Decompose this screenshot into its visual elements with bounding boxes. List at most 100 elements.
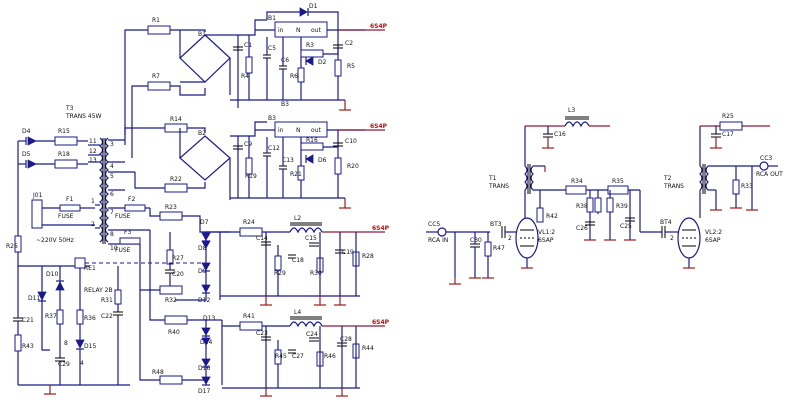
r22-label: R22	[170, 176, 182, 183]
l4-label: L4	[294, 309, 301, 316]
r26-label: R26	[6, 243, 18, 250]
l3-label: L3	[568, 107, 575, 114]
r47-label: R47	[493, 245, 505, 252]
r29-label: R29	[274, 270, 286, 277]
r15-label: R15	[58, 128, 70, 135]
d15-label: D15	[84, 343, 96, 350]
r6-label: R6	[290, 73, 298, 80]
c17-label: C17	[722, 131, 734, 138]
pin2a-label: 2	[508, 235, 512, 242]
vl2-label: VL2:2	[705, 229, 722, 236]
b1r-label: B1	[268, 15, 276, 22]
c9-label: C9	[244, 141, 252, 148]
r33-label: R33	[741, 183, 753, 190]
t3-rating-label: TRANS 45W	[65, 113, 102, 120]
bt3-label: BT3	[490, 221, 502, 228]
c21-label: C21	[22, 317, 34, 324]
r1-label: R1	[152, 17, 160, 24]
c14-label: C14	[256, 235, 268, 242]
f1-label: F1	[66, 196, 73, 203]
pin6-label: 6	[110, 191, 114, 198]
r48-label: R48	[152, 369, 164, 376]
d2-label: D2	[318, 59, 327, 66]
pin-b-label: 4	[80, 360, 84, 367]
c1-label: C1	[244, 42, 252, 49]
net-hv-label: 6S4P	[372, 225, 390, 232]
r44-label: R44	[362, 345, 374, 352]
c28-label: C28	[340, 336, 352, 343]
r3-label: R3	[306, 42, 314, 49]
c13-label: C13	[282, 157, 294, 164]
pin8-label: 8	[110, 231, 114, 238]
r30-label: R30	[310, 270, 322, 277]
fuses-f2-f3: F2 FUSE R23 F3 FUSE	[115, 196, 230, 321]
reg2-in-label: in	[278, 127, 284, 134]
pin11-label: 11	[89, 138, 97, 145]
c18-label: C18	[292, 257, 304, 264]
t3-label: T3	[65, 105, 74, 112]
r40-label: R40	[168, 329, 180, 336]
r35-label: R35	[612, 178, 624, 185]
c29-label: C29	[58, 361, 70, 368]
r27-label: R27	[172, 255, 184, 262]
l2-label: L2	[294, 215, 301, 222]
pin5-label: 5	[110, 173, 114, 180]
reg1-in-label: in	[278, 27, 284, 34]
relay-type-label: RELAY 2B	[84, 287, 113, 294]
f3-label: F3	[124, 229, 131, 236]
b2-label: B2	[198, 130, 206, 137]
d13-label: D13	[203, 315, 215, 322]
pin2b-label: 2	[670, 235, 674, 242]
aux-rectifier: D4 R15 D5 R18 R26	[6, 128, 90, 267]
r32-label: R32	[165, 297, 177, 304]
r45-label: R45	[275, 353, 287, 360]
re1-label: RE1	[84, 265, 96, 272]
vl2-type-label: 6SAP	[705, 237, 721, 244]
second-supply-block: R14 R22 B2 C9 R19 in N out B3 B3 R16 C12…	[124, 101, 388, 209]
rca-in-label: RCA IN	[428, 237, 448, 244]
t2-label: T2	[663, 175, 672, 182]
r38-label: R38	[576, 203, 588, 210]
reg2-gnd-label: N	[296, 127, 301, 134]
c5-label: C5	[268, 45, 276, 52]
c26-label: C26	[576, 225, 588, 232]
mains-input: J01 ~220V 50Hz F1 FUSE	[31, 192, 95, 244]
pin3-label: 3	[110, 141, 114, 148]
b3-label: B3	[268, 115, 276, 122]
c2-label: C2	[345, 40, 353, 47]
pin-a-label: 8	[64, 340, 68, 347]
reg2-out-label: out	[311, 127, 321, 134]
c24-label: C24	[306, 331, 318, 338]
j01-label: J01	[32, 192, 43, 199]
d16-label: D16	[198, 365, 210, 372]
reg1-out-label: out	[311, 27, 321, 34]
net-top-label: 6S4P	[370, 23, 388, 30]
d11-label: D11	[28, 295, 40, 302]
amplifier-stage: CC5 RCA IN C30 R47 BT3 2 VL1:2 6SAP T1 T…	[426, 107, 783, 285]
c15-label: C15	[305, 235, 317, 242]
r39-label: R39	[616, 203, 628, 210]
pin4-label: 4	[110, 163, 114, 170]
hv-supply-block: D7 D8 D9 D12 R27 C20 R32 R24 L2 6S4P C14…	[159, 215, 390, 306]
b1-label: B1	[198, 31, 206, 38]
pin13-label: 13	[89, 157, 97, 164]
net-bottom-label: 6S4P	[372, 319, 390, 326]
t2-type-label: TRANS	[663, 183, 684, 190]
r42-label: R42	[546, 213, 558, 220]
r43-label: R43	[22, 343, 34, 350]
c25-label: C25	[620, 223, 632, 230]
net-second-label: 6S4P	[370, 123, 388, 130]
r31-label: R31	[101, 297, 113, 304]
c10-label: C10	[345, 138, 357, 145]
cc5-label: CC5	[428, 221, 440, 228]
vl1-type-label: 6SAP	[538, 237, 554, 244]
r23-label: R23	[165, 204, 177, 211]
c19-label: C19	[342, 249, 354, 256]
f1-type-label: FUSE	[58, 213, 74, 220]
bt4-label: BT4	[660, 219, 672, 226]
f2-label: F2	[128, 196, 135, 203]
cc3-label: CC3	[760, 155, 772, 162]
c16-label: C16	[554, 131, 566, 138]
bottom-supply-block: R40 D13 D14 D16 D17 R48 R41 L4 6S4P C23 …	[139, 290, 390, 397]
c6-label: C6	[281, 57, 289, 64]
